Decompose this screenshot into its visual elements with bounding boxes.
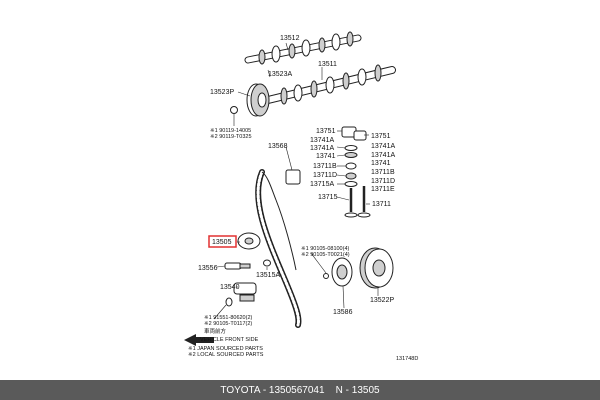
label-13512: 13512 [280, 35, 300, 42]
front-label-en: VEHICLE FRONT SIDE [200, 337, 259, 343]
legend-japan-sourced: ※1 JAPAN SOURCED PARTS [188, 345, 263, 352]
note-91551-80620: ※1 91551-80620(2) [204, 314, 253, 321]
label-13511: 13511 [318, 61, 337, 68]
label-13711e: 13711E [371, 186, 395, 193]
note-90119-t0325: ※2 90119-T0325 [210, 133, 252, 140]
label-13751-right: 13751 [371, 133, 391, 140]
label-13515a: 13515A [256, 272, 280, 279]
label-13568: 13568 [268, 143, 288, 150]
bolt-icon [323, 273, 329, 279]
label-13540: 13540 [220, 284, 240, 291]
figure-code: 131748D [396, 356, 418, 362]
leader-lines [213, 42, 379, 320]
label-13711: 13711 [372, 201, 391, 208]
part-number-footer: TOYOTA - 1350567041 N - 13505 [0, 380, 600, 400]
crank-sprocket-13522p [359, 247, 394, 289]
front-arrow-icon [184, 334, 214, 346]
note-90119-14005: ※1 90119-14005 [210, 127, 251, 134]
label-13741a-l1: 13741A [310, 137, 334, 144]
note-90105-08100: ※1 90105-08100(4) [301, 245, 350, 252]
front-label-jp: 車両前方 [204, 327, 227, 335]
valve-train [341, 126, 371, 218]
highlight-box-13505 [208, 235, 237, 248]
timing-gear-13523p [230, 83, 270, 117]
label-13741-left: 13741 [316, 153, 336, 160]
label-13523a: 13523A [268, 71, 292, 78]
label-13711b-right: 13711B [371, 169, 395, 176]
label-13505: 13505 [212, 239, 232, 246]
label-13711d-left: 13711D [313, 172, 337, 179]
label-13751-left: 13751 [316, 128, 336, 135]
label-13715: 13715 [318, 194, 338, 201]
chain-tensioner [224, 232, 271, 307]
camshaft-lower [264, 64, 396, 105]
label-13522p: 13522P [370, 297, 394, 304]
label-13586: 13586 [333, 309, 353, 316]
label-13741a-r2: 13741A [371, 152, 395, 159]
label-13741a-l2: 13741A [310, 145, 334, 152]
camshaft-upper [244, 31, 362, 65]
note-90105-t0117: ※2 90105-T0117(2) [204, 320, 252, 327]
label-13523p: 13523P [210, 89, 234, 96]
label-13556: 13556 [198, 265, 218, 272]
label-13715a: 13715A [310, 181, 334, 188]
parts-diagram: 13512 13523A 13511 13523P ※1 90119-14005… [184, 31, 418, 362]
note-90105-t0021: ※2 90105-T0021(4) [301, 251, 350, 258]
legend-local-sourced: ※2 LOCAL SOURCED PARTS [188, 351, 264, 358]
label-13741a-r1: 13741A [371, 143, 395, 150]
label-13711d-right: 13711D [371, 178, 395, 185]
timing-chain-13568 [255, 169, 302, 328]
label-13741-right: 13741 [371, 160, 391, 167]
sprocket-13586 [331, 257, 353, 287]
label-13711b-left: 13711B [313, 163, 337, 170]
